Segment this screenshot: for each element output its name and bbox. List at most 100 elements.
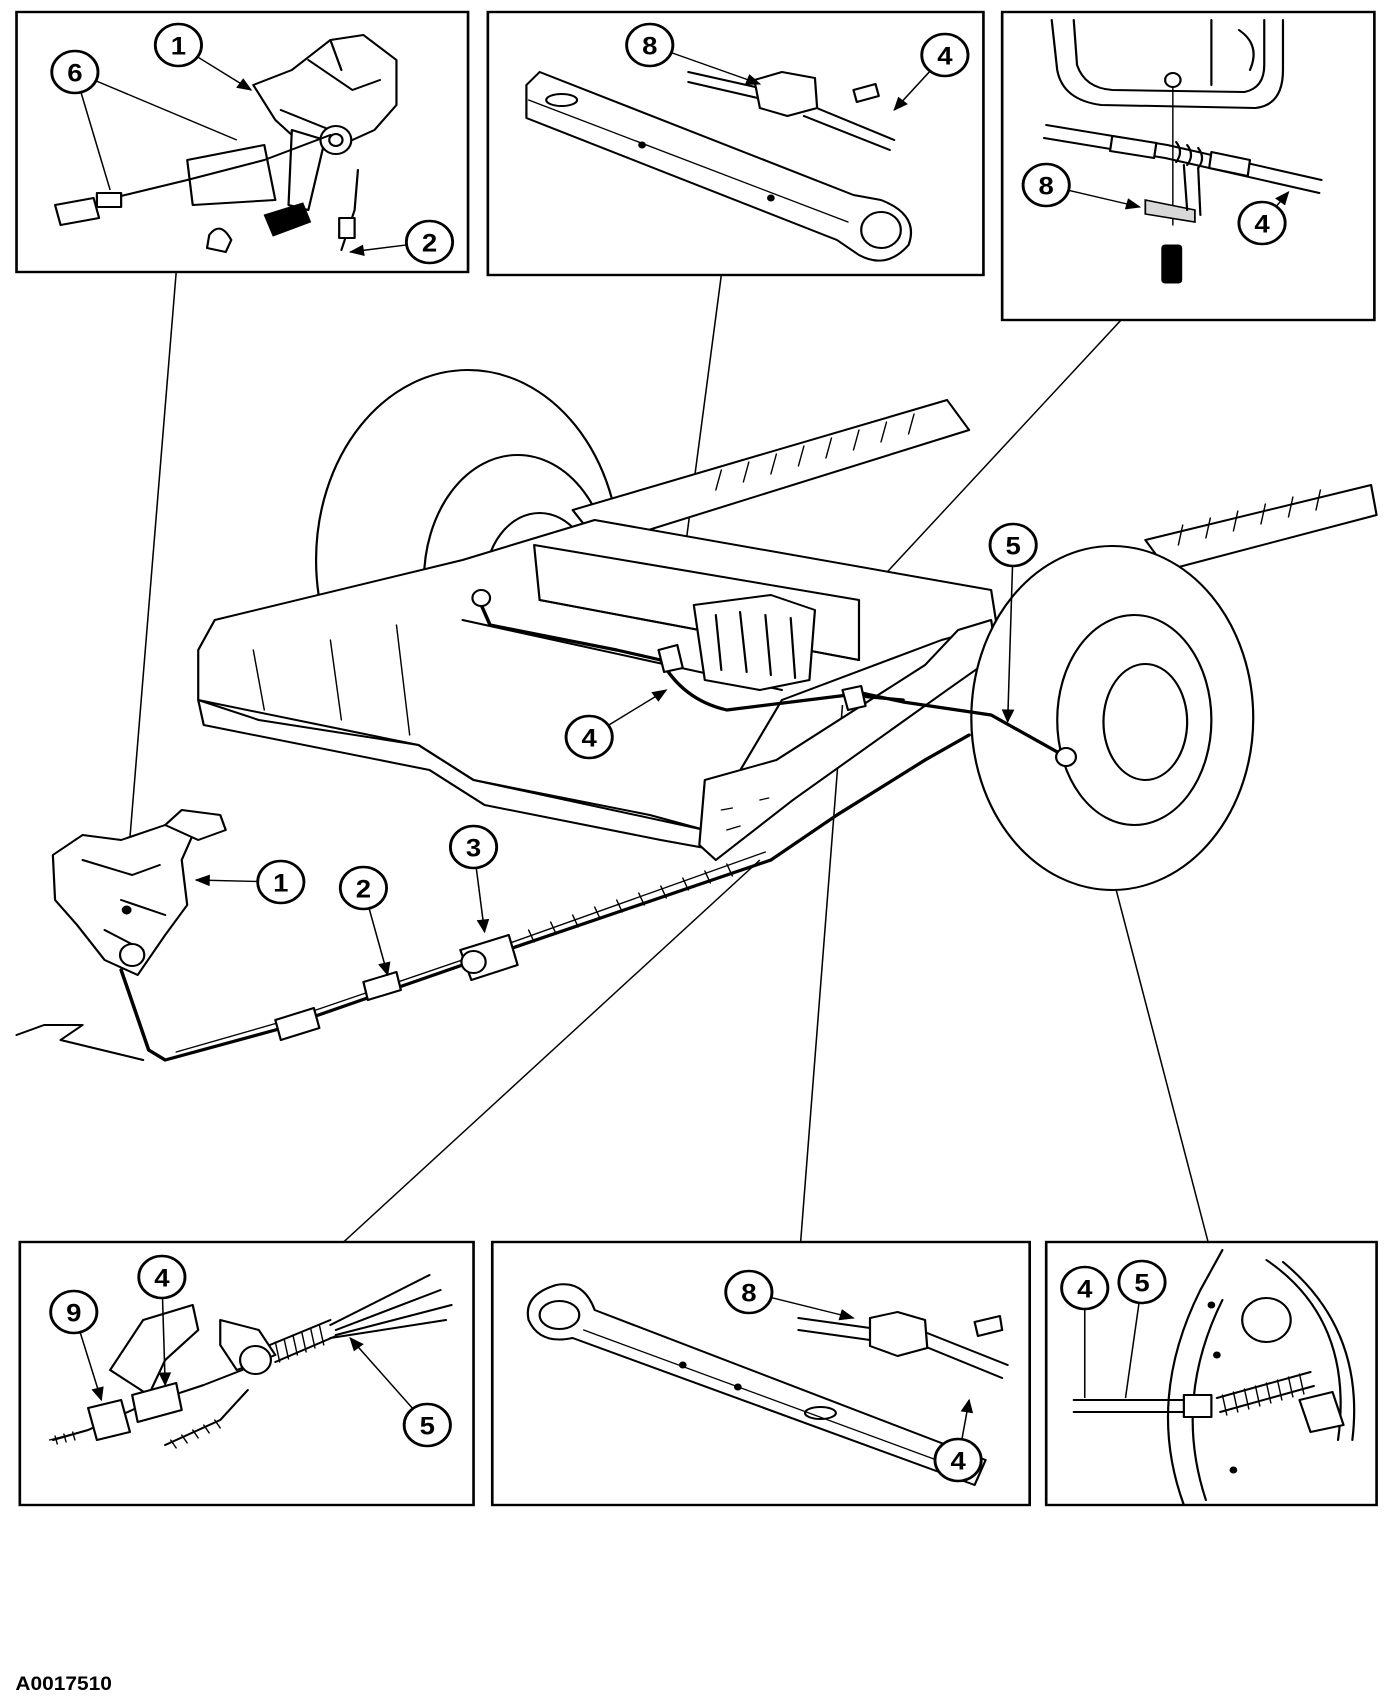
callout-leader-lines (79, 52, 1290, 1439)
crossmember-hole-b (767, 194, 775, 202)
floor-pan-corner-inner (1072, 19, 1266, 93)
inset-floor-clip (1000, 10, 1376, 322)
callout-number: 2 (422, 229, 437, 258)
mount-bracket-stem (1182, 164, 1202, 216)
callout-arrowhead-12-0 (158, 1372, 172, 1387)
right-wheel-tire (970, 545, 1255, 891)
cable-bushing (238, 1345, 273, 1375)
center-bracket-slots (714, 611, 797, 679)
crossmember-bar-bottom (526, 1283, 987, 1486)
callout-circle (1237, 200, 1287, 246)
callout-11: 3 (448, 824, 499, 870)
cable-clip-top-inset (753, 71, 819, 117)
floor-pan-rear-lip (197, 699, 717, 851)
callout-number: 1 (171, 32, 186, 61)
cable-end-fitting-9 (87, 1399, 132, 1441)
crossmember-end-hole (860, 211, 902, 249)
leader-line-bottom-left-inset (343, 859, 761, 1243)
callout-arrowhead-16-0 (960, 1398, 974, 1414)
callout-18: 5 (1117, 1259, 1167, 1305)
callout-number: 4 (937, 42, 953, 71)
callout-0: 1 (153, 22, 203, 68)
callout-number: 6 (67, 59, 82, 88)
callout-leader-12-0 (161, 1298, 166, 1386)
release-cable (103, 134, 332, 201)
callout-number: 5 (1006, 532, 1021, 561)
clip-retainer (205, 227, 233, 253)
crossmember-end-hole-bottom (538, 1300, 581, 1330)
callout-number: 4 (950, 1447, 966, 1476)
cable-clip-right (841, 685, 867, 711)
crossmember-slot (545, 93, 579, 107)
pedal-arm (287, 129, 326, 211)
callout-arrowhead-5-0 (1124, 198, 1142, 210)
cable-fitting-top-right (1208, 151, 1252, 177)
callout-number: 4 (582, 724, 598, 753)
crossmember-hole-a (638, 141, 646, 149)
pedal-bracket-detail (279, 39, 382, 131)
callout-arrowhead-15-0 (838, 1309, 855, 1321)
cable-adjuster-nut (460, 950, 487, 974)
crossmember-slot-bottom (803, 1406, 837, 1420)
right-wheel-hub (1102, 663, 1189, 781)
callout-circle (50, 49, 100, 95)
inset-crossmember-clip-top (486, 10, 985, 277)
callout-circle (256, 859, 306, 905)
callout-number: 2 (356, 875, 371, 904)
inset-frame-top-right (1000, 10, 1376, 322)
callout-arrowhead-0-0 (236, 78, 253, 91)
callout-arrowhead-6-0 (1275, 190, 1290, 206)
cable-sleeve-top-right (1108, 135, 1158, 159)
callout-4: 4 (920, 32, 970, 78)
callout-1: 6 (50, 49, 100, 95)
cowl-panel-fragment (15, 1024, 145, 1061)
callout-circle (1060, 1265, 1110, 1311)
callout-circle (49, 1289, 99, 1335)
far-frame-rail-detail (715, 413, 915, 491)
floor-pan-ribs (252, 624, 411, 736)
left-rear-cable (477, 598, 905, 712)
inset-frame-bottom-left (18, 1240, 475, 1507)
cable-clip-bottom-inset (868, 1311, 929, 1357)
callout-arrowhead-10-0 (378, 961, 391, 977)
callout-3: 8 (625, 22, 675, 68)
rear-cables-fan (329, 1274, 453, 1339)
backing-plate-stud-c (1229, 1466, 1238, 1474)
callout-arrowhead-11-0 (476, 918, 490, 934)
callout-7: 5 (988, 522, 1038, 568)
crossmember-hole-d (733, 1383, 742, 1391)
callout-2: 2 (404, 219, 455, 265)
callout-number: 5 (1134, 1269, 1149, 1298)
callout-8: 4 (564, 714, 614, 760)
leader-line-top-left-inset (123, 271, 177, 906)
pedal-pivot (319, 125, 353, 155)
callout-10: 2 (338, 865, 388, 911)
callout-arrowhead-4-0 (893, 96, 908, 111)
right-wheel-rim (1056, 614, 1213, 826)
cable-equalizer (131, 1382, 183, 1423)
front-cable (119, 858, 773, 1062)
backing-plate-stud-a (1207, 1301, 1216, 1309)
backing-plate-stud-b (1213, 1351, 1221, 1359)
callout-leader-1-1 (96, 80, 238, 141)
front-cable-end-fitting (338, 217, 356, 239)
callout-number: 8 (741, 1279, 756, 1308)
callout-arrowhead-8-0 (651, 689, 668, 702)
callout-leader-14-0 (349, 1337, 413, 1409)
callout-leader-7-0 (1006, 566, 1014, 723)
leader-line-bottom-middle-inset (799, 704, 844, 1243)
mount-bolt-top-right (1161, 244, 1183, 284)
pedal-bracket (252, 34, 398, 151)
near-frame-rail-detail (1177, 489, 1322, 546)
release-handle-sleeve (95, 192, 123, 208)
callout-arrowhead-3-0 (744, 74, 762, 85)
callout-number: 1 (273, 869, 288, 898)
callout-number: 9 (66, 1299, 81, 1328)
callout-leader-1-0 (80, 93, 111, 191)
rear-cable-top-inset (687, 71, 896, 151)
crossmember-bar-top (525, 71, 913, 262)
parking-lever (1298, 1391, 1345, 1433)
